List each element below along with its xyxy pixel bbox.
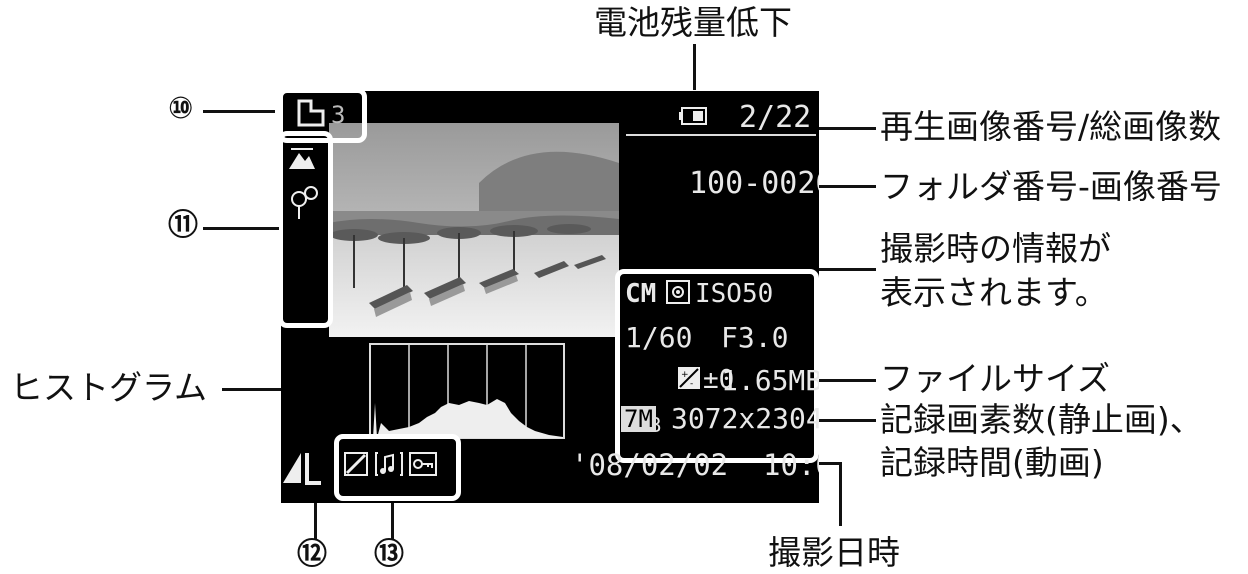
image-number-callout-label: 再生画像番号/総画像数 (880, 107, 1222, 146)
photo-thumbnail (329, 123, 619, 337)
marker-13-line (391, 497, 394, 539)
image-number-underline (626, 134, 816, 136)
exposure-comp-value: ±0 (703, 365, 735, 395)
svg-text:-: - (690, 379, 693, 389)
battery-callout-line (693, 44, 696, 90)
print-order-box (281, 91, 367, 143)
folder-line (818, 185, 876, 188)
battery-low-icon (679, 107, 707, 129)
protect-key-icon (409, 451, 437, 481)
scene-icons-box (281, 131, 333, 328)
print-count: 3 (331, 101, 346, 129)
marker-11: ⑪ (168, 208, 198, 243)
resolution-label-1: 記録画素数(静止画)、 (880, 400, 1203, 439)
shooting-mode: CM (625, 279, 657, 309)
battery-callout-label: 電池残量低下 (594, 3, 792, 42)
sound-memo-icon (375, 451, 403, 481)
resolution-label-2: 記録時間(動画) (880, 443, 1104, 482)
marker-11-line (203, 227, 279, 230)
landscape-scene-icon (287, 143, 317, 177)
marker-10: ⑩ (168, 91, 194, 126)
file-size: 1.65MB (721, 364, 819, 397)
resolution-value: 3072x2304 (671, 402, 819, 435)
image-number: 2/22 (739, 100, 812, 135)
macro-flower-icon (287, 185, 321, 225)
svg-text:+: + (681, 370, 689, 380)
file-icons-box (334, 434, 461, 501)
histogram-callout-label: ヒストグラム (10, 368, 208, 407)
shooting-info-line (818, 268, 876, 271)
marker-13: ⑬ (374, 537, 404, 572)
folder-file-number: 100-0026 (689, 166, 819, 201)
image-number-line (818, 127, 876, 130)
folder-callout-label: フォルダ番号-画像番号 (880, 167, 1222, 206)
metering-icon (665, 279, 691, 309)
shutter-speed: 1/60 (625, 321, 693, 354)
file-size-callout-label: ファイルサイズ (880, 359, 1111, 398)
date-time: '08/02/02 10:00 (571, 448, 819, 482)
resolution-line (818, 419, 876, 422)
histogram (369, 343, 565, 439)
datetime-callout-label: 撮影日時 (768, 533, 900, 572)
shooting-info-label-2: 表示されます。 (880, 273, 1108, 312)
marker-12-line (314, 497, 317, 539)
marker-12: ⑫ (297, 537, 327, 572)
marker-10-line (203, 110, 275, 113)
aperture-value: F3.0 (721, 321, 789, 354)
datetime-line-h (818, 462, 842, 465)
shooting-info-label-1: 撮影時の情報が (880, 229, 1111, 268)
edit-icon (343, 451, 369, 481)
shooting-info-box (615, 269, 819, 463)
exposure-comp-icon: +- (677, 366, 701, 394)
datetime-line-v (839, 462, 842, 526)
compression-icon (281, 447, 327, 491)
resolution-badge: 7M (621, 406, 656, 432)
camera-lcd-screen: 3 2/22 100-0026 CM ISO50 1/60 F3.0 +- ±0… (281, 91, 819, 503)
iso-value: ISO50 (695, 279, 774, 309)
file-size-line (818, 379, 876, 382)
print-order-icon (293, 97, 327, 131)
